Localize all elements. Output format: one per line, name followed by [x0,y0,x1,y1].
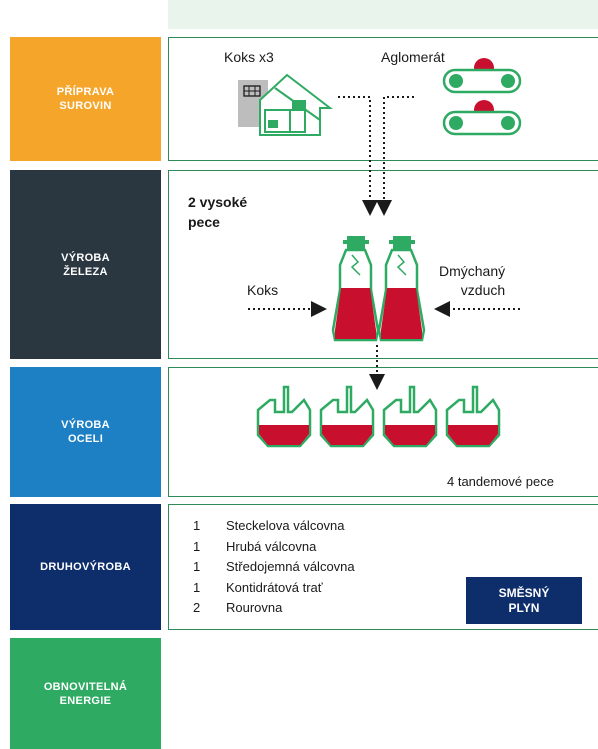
panel-raw-materials [168,37,598,161]
panel-steel-production [168,367,598,497]
stage-secondary-production: DRUHOVÝROBA [10,504,161,630]
tandem-furnaces-label: 4 tandemové pece [447,474,554,489]
agglomerate-conveyor-icon [442,58,522,94]
blast-furnace-icon [331,236,380,342]
tandem-furnace-icon [445,385,501,448]
panel-iron-production [168,170,598,359]
coke-x3-label: Koks x3 [224,49,274,65]
agglomerate-label: Aglomerát [381,49,445,65]
blast-furnace-icon [377,236,426,342]
tandem-furnace-icon [256,385,312,448]
tandem-furnace-icon [319,385,375,448]
agglomerate-conveyor-icon [442,100,522,136]
flow-arrow [338,96,378,216]
tandem-furnace-icon [382,385,438,448]
coke-plant-icon [238,73,333,136]
panel-secondary-production [168,504,598,630]
flow-arrow [376,96,414,216]
coke-input-label: Koks [247,282,279,298]
header-band [168,0,598,29]
